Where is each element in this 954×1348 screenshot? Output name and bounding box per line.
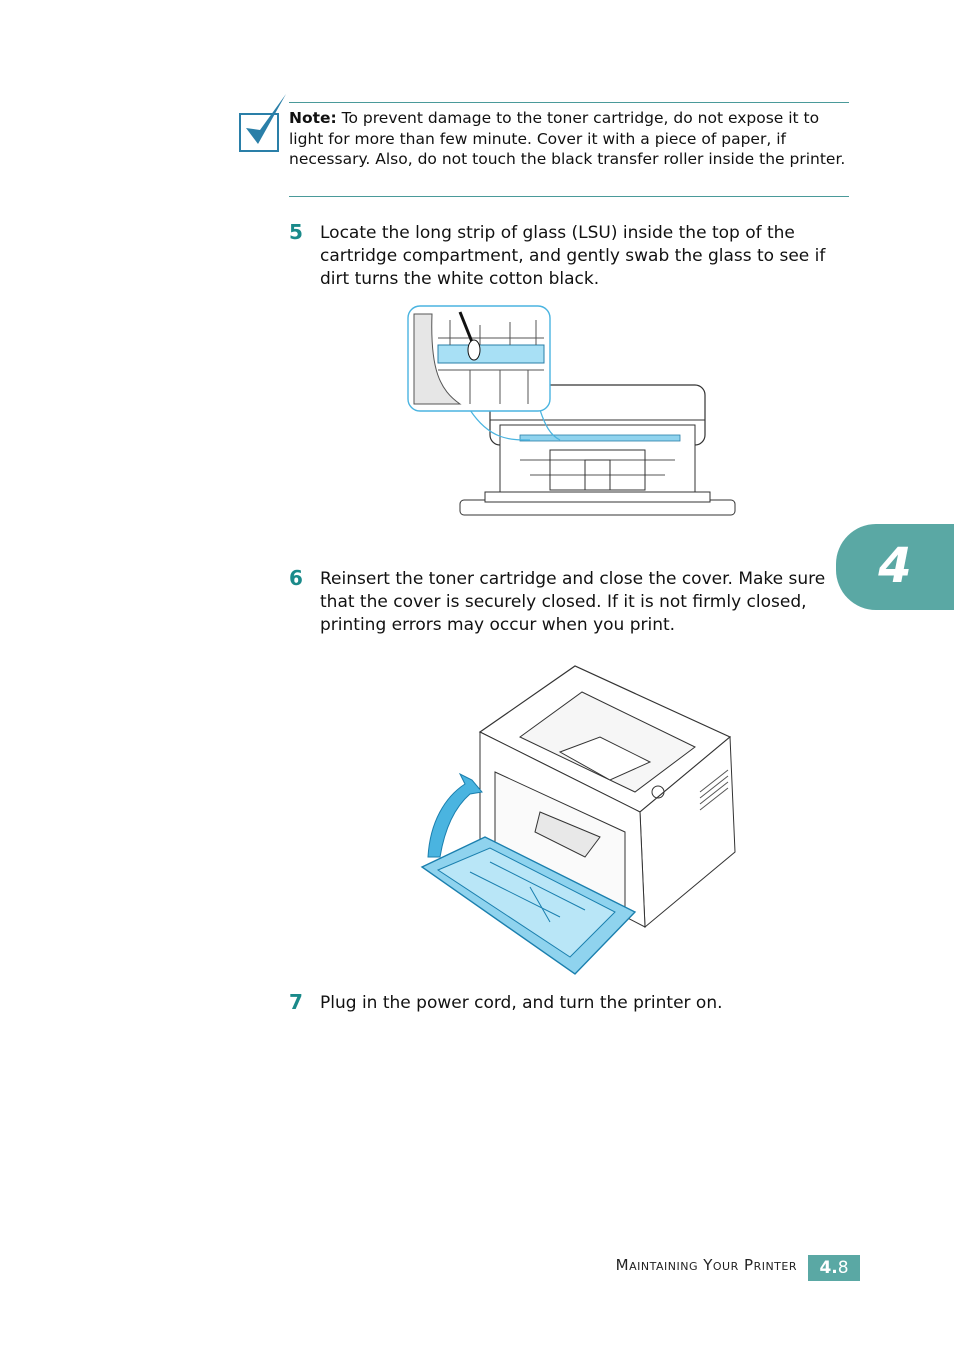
step-number: 5 [289,220,303,244]
step-number: 6 [289,566,303,590]
chapter-tab: 4 [836,524,954,610]
step-number: 7 [289,990,303,1014]
chapter-number: 4 [878,538,912,594]
checkmark-note-icon [239,94,286,152]
note-text: Note: To prevent damage to the toner car… [289,108,851,170]
step-text: Locate the long strip of glass (LSU) ins… [320,223,826,289]
footer-page-number: 4.8 [808,1255,860,1281]
page-major: 4. [819,1258,838,1278]
step-text: Plug in the power cord, and turn the pri… [320,993,723,1013]
footer-section-title: Maintaining Your Printer [615,1256,797,1274]
note-bottom-rule [289,196,849,197]
lsu-cleaning-illustration [407,305,736,516]
note-top-rule [289,102,849,103]
close-cover-illustration [420,665,736,975]
note-label: Note: [289,109,337,127]
note-body: To prevent damage to the toner cartridge… [289,109,846,168]
step-text: Reinsert the toner cartridge and close t… [320,569,826,635]
page-minor: 8 [837,1258,849,1278]
